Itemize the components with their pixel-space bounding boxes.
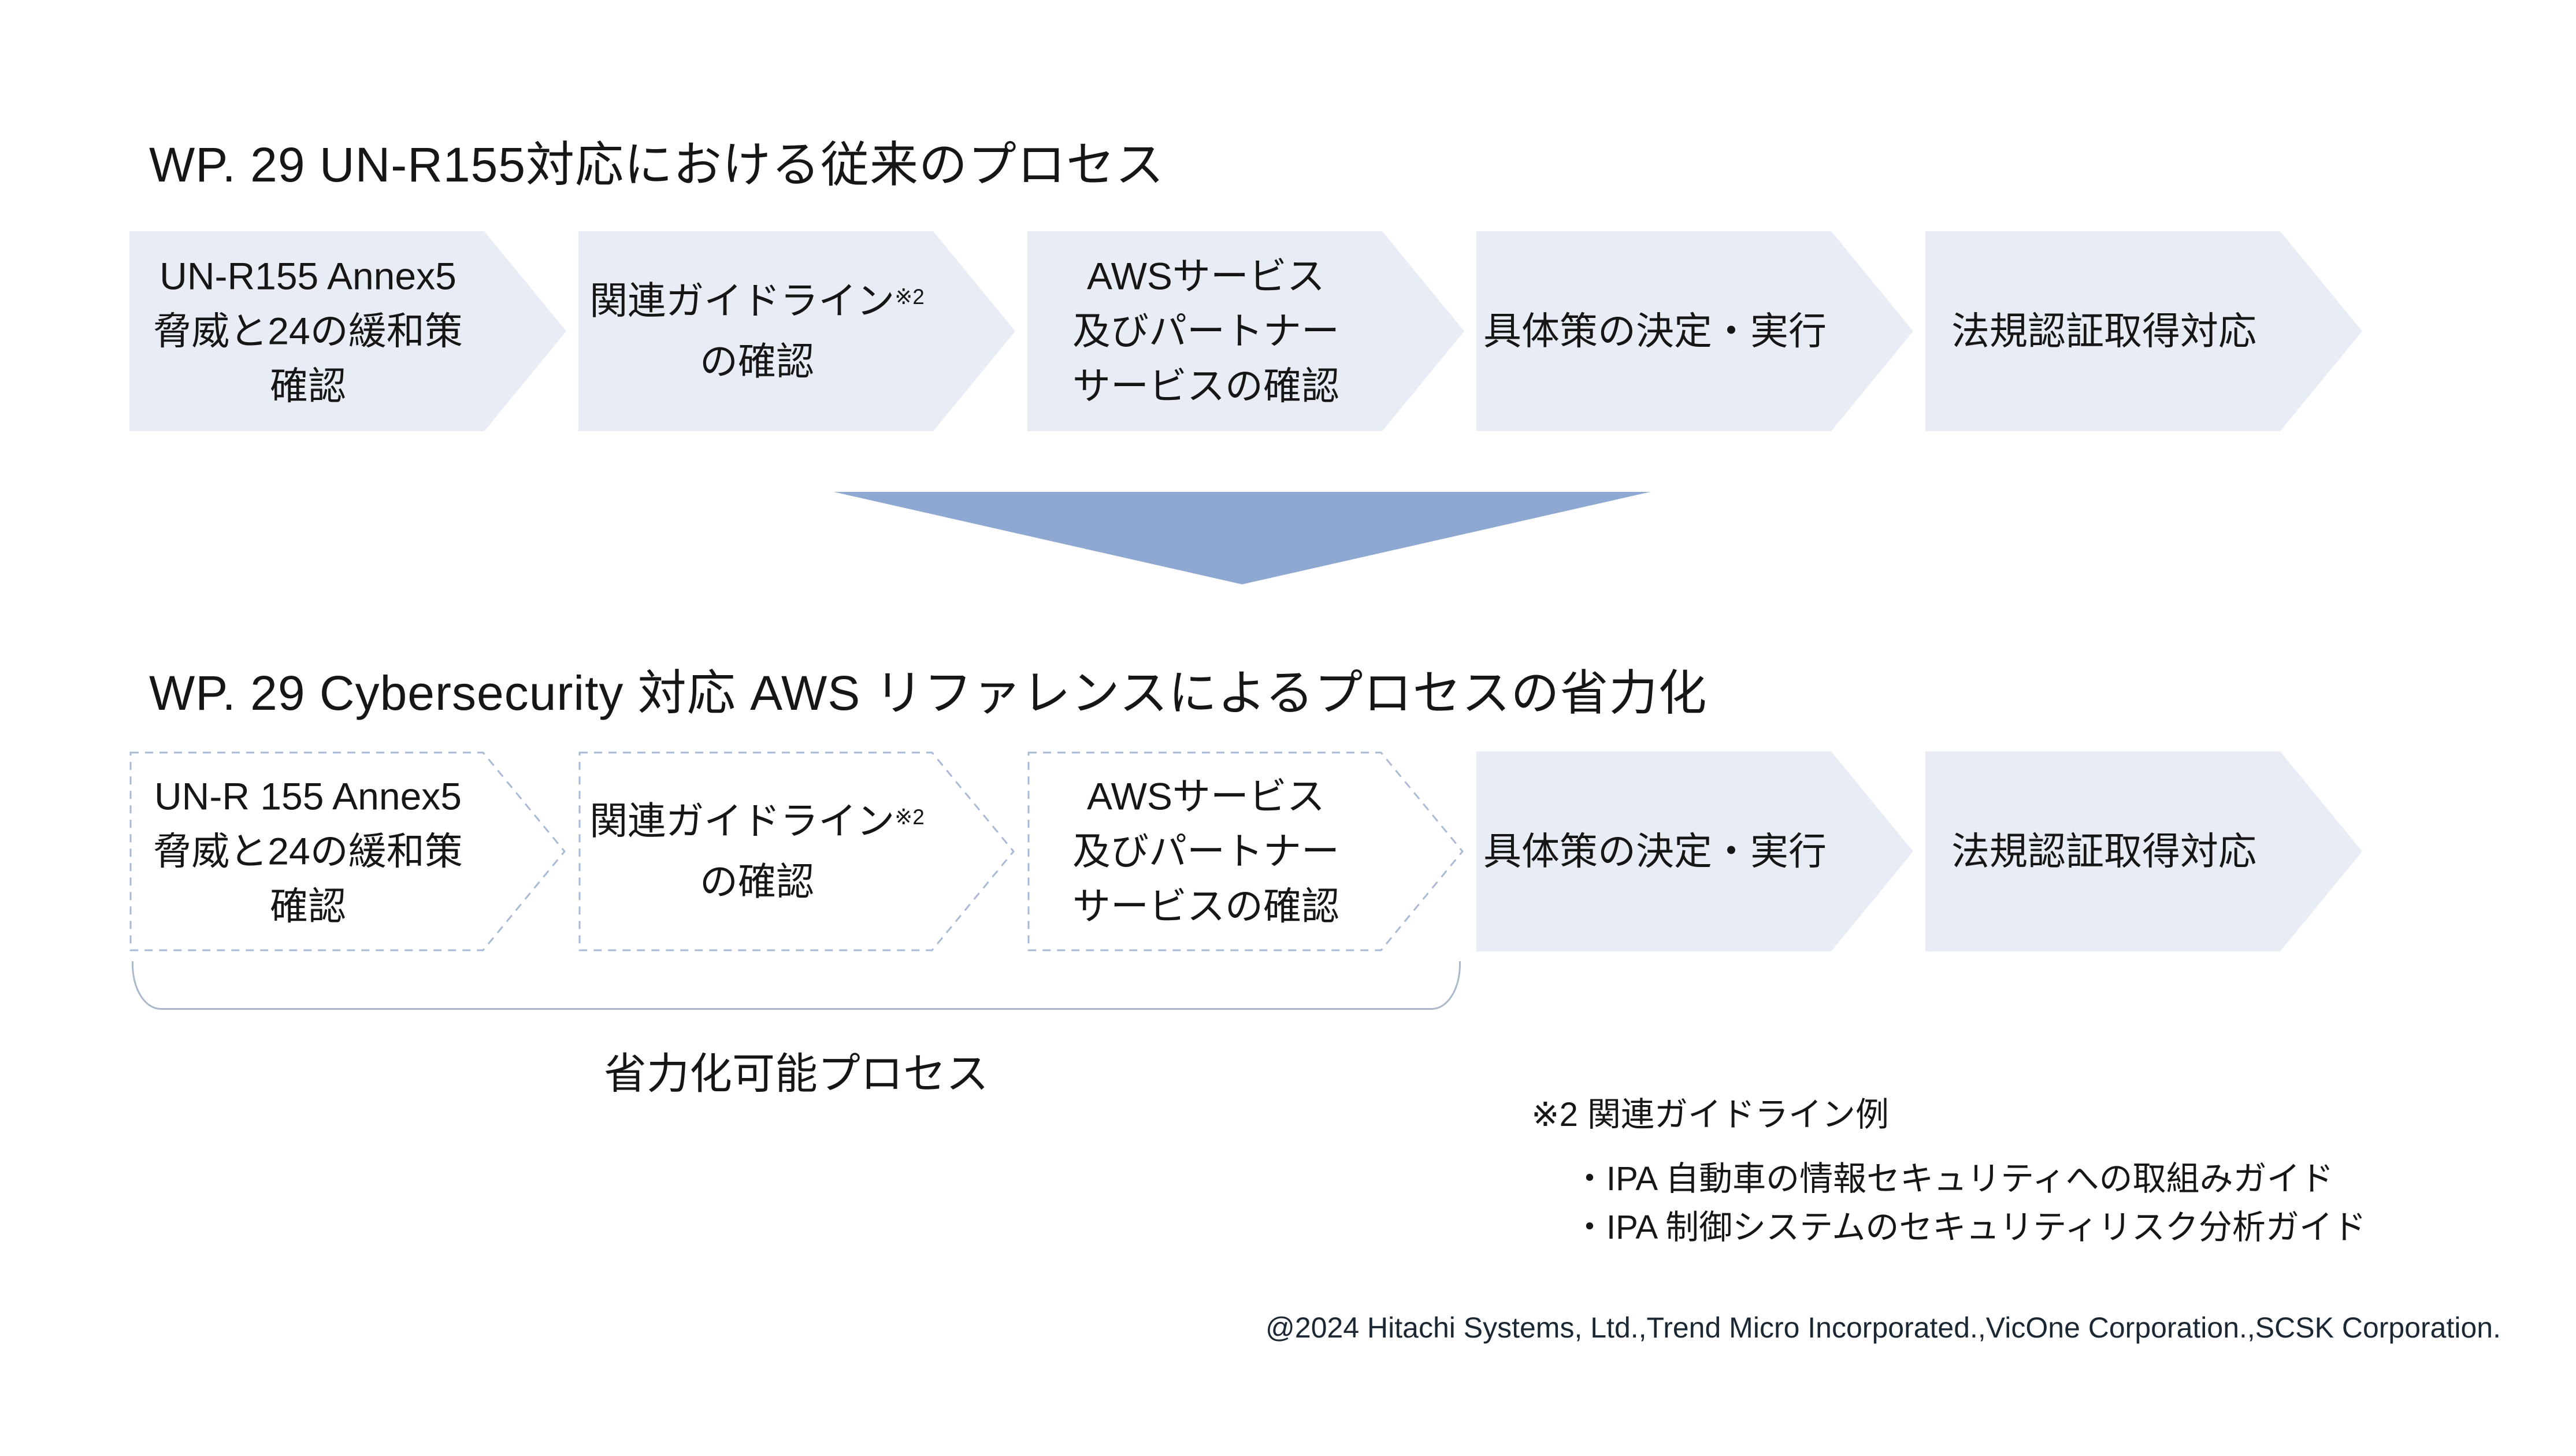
process-step-top-5: 法規認証取得対応 xyxy=(1925,231,2362,431)
labor-saving-bracket-label: 省力化可能プロセス xyxy=(604,1050,989,1098)
process-step-label: 法規認証取得対応 xyxy=(1951,829,2256,873)
footnote-ref-marker: ※2 xyxy=(894,285,925,309)
footnote-item: ・IPA 自動車の情報セキュリティへの取組みガイド xyxy=(1573,1160,2334,1198)
bottom-section-title: WP. 29 Cybersecurity 対応 AWS リファレンスによるプロセ… xyxy=(149,666,1708,720)
footnote-block: ※2 関連ガイドライン例 ・IPA 自動車の情報セキュリティへの取組みガイド ・… xyxy=(1531,1096,2366,1252)
dashed-arrow-outline xyxy=(578,751,1015,951)
footnote-ref-marker: ※2 xyxy=(894,805,925,829)
process-step-bottom-4: 具体策の決定・実行 xyxy=(1476,751,1913,951)
process-step-label: 具体策の決定・実行 xyxy=(1483,309,1827,353)
process-step-top-4: 具体策の決定・実行 xyxy=(1476,231,1913,431)
dashed-arrow-outline xyxy=(129,751,566,951)
process-step-label: AWSサービス及びパートナーサービスの確認 xyxy=(1072,254,1339,407)
footnote-item: ・IPA 制御システムのセキュリティリスク分析ガイド xyxy=(1573,1209,2366,1246)
process-step-top-3: AWSサービス及びパートナーサービスの確認 xyxy=(1027,231,1464,431)
process-step-bottom-3: AWSサービス及びパートナーサービスの確認 xyxy=(1027,751,1464,951)
process-step-label: 法規認証取得対応 xyxy=(1951,309,2256,353)
process-step-bottom-5: 法規認証取得対応 xyxy=(1925,751,2362,951)
process-step-label: 具体策の決定・実行 xyxy=(1483,829,1827,873)
copyright-text: @2024 Hitachi Systems, Ltd.,Trend Micro … xyxy=(1265,1311,2501,1344)
labor-saving-bracket xyxy=(132,961,1461,1010)
top-section-title: WP. 29 UN-R155対応における従来のプロセス xyxy=(149,138,1165,192)
dashed-arrow-outline xyxy=(1027,751,1464,951)
down-arrow-triangle xyxy=(834,492,1650,584)
process-step-label: AWSサービス及びパートナーサービスの確認 xyxy=(1072,775,1339,928)
footnote-heading: ※2 関連ガイドライン例 xyxy=(1531,1096,1889,1133)
